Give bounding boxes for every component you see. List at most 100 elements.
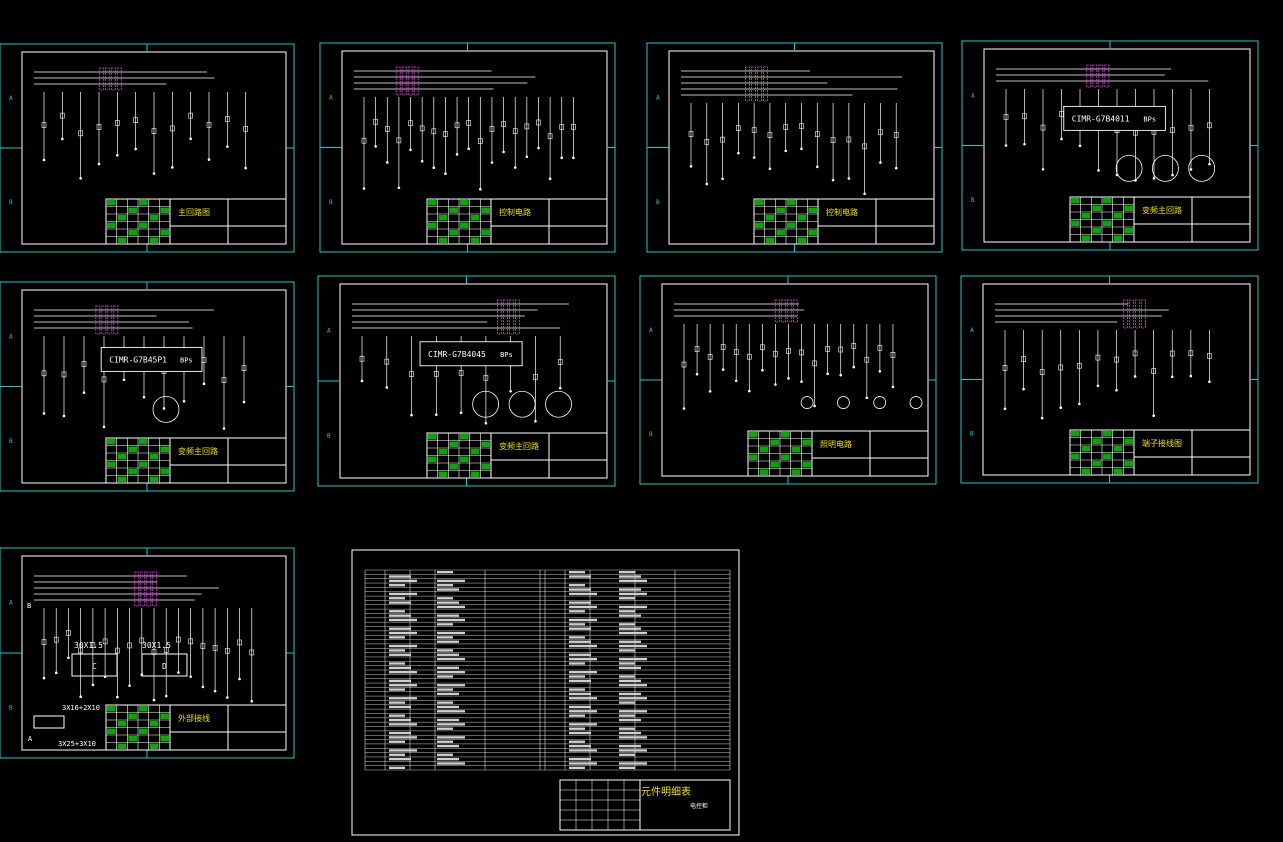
title-block-cell [117,743,127,749]
parts-cell-text [569,675,585,678]
parts-cell-text [437,653,459,656]
terminal [385,386,389,389]
terminal [734,379,738,383]
junction-box-d [141,653,188,677]
parts-cell-text [437,684,465,687]
terminal [152,698,156,702]
breaker [413,66,419,96]
terminal [502,150,505,154]
parts-cell-text [569,571,585,574]
breaker [152,571,158,607]
title-block-cell [481,230,490,236]
terminal [479,187,482,191]
parts-cell-text [619,762,647,765]
title-block-cell [128,207,137,213]
title-block-cell [802,439,811,445]
zone-label-b: B [971,197,975,204]
breaker [780,299,786,323]
contact [454,122,460,129]
title-block-cell [1092,461,1101,467]
title-block-cell [1113,468,1123,474]
terminal [250,699,254,703]
title-block-cell [1071,453,1080,459]
title-block-cell [160,469,169,475]
terminal [1208,162,1211,166]
contact [1039,369,1045,375]
terminal [1189,374,1193,378]
parts-cell-text [569,744,591,748]
title-block-cell [160,736,169,742]
title-block-cell [149,721,159,727]
title-block-cell [1103,220,1112,226]
terminal [459,411,463,415]
title-block-cell [755,200,764,206]
contact [373,118,378,125]
vfd-box [100,346,203,372]
contact [825,346,830,352]
contact [1188,124,1194,131]
junction-box-c [71,653,118,677]
terminal [67,656,70,660]
sheet-title: 控制电路 [499,207,531,217]
title-block-cell [428,434,437,440]
terminal [695,372,699,376]
terminal [61,137,64,141]
contact [1132,350,1138,357]
terminal [768,167,772,171]
cable-label-1: 30X1.5 [74,641,103,650]
parts-cell-text [389,723,417,726]
parts-cell-text [437,640,459,643]
terminal [97,162,101,166]
title-block-cell [149,215,159,221]
parts-cell-text [389,636,405,639]
title-block-cell [117,215,127,221]
parts-table-grid [364,569,731,831]
contact [547,133,553,140]
title-block-cell [481,207,490,213]
parts-cell-text [389,679,411,683]
breaker [1104,64,1110,88]
title-block-cell [128,230,137,236]
lamp-symbol [909,396,923,409]
title-block-cell [128,713,137,719]
title-block-cell [776,230,785,236]
parts-cell-text [437,762,465,765]
parts-cell-text [619,749,647,752]
terminal [1152,177,1156,180]
parts-cell-text [619,753,635,756]
terminal [435,413,438,416]
terminal [1059,406,1063,409]
title-block-cell [1124,228,1133,234]
parts-cell-text [569,692,591,696]
contact [359,355,365,362]
box-label-d: D [162,662,167,671]
breaker [1098,64,1104,88]
terminal [831,178,835,182]
contact [384,126,390,132]
terminal [752,156,756,159]
parts-cell-text [437,571,453,574]
terminal [226,145,229,148]
parts-title-block [559,779,731,831]
title-block-cell [770,439,779,445]
parts-cell-text [569,636,585,639]
title-block-cell [107,706,116,712]
parts-cell-text [619,666,641,669]
contact [733,349,739,355]
terminal [116,153,119,157]
terminal [813,404,816,408]
terminal [467,147,470,151]
terminal [558,386,562,390]
title-block-cell [481,441,490,447]
zone-label-a: A [329,94,333,101]
parts-cell-text [389,644,417,648]
parts-cell-text [389,662,405,665]
terminal [242,400,246,404]
breaker [786,299,792,323]
parts-cell-text [437,631,465,635]
terminal [42,676,46,680]
parts-cell-text [389,579,417,583]
parts-cell-text [619,657,647,661]
